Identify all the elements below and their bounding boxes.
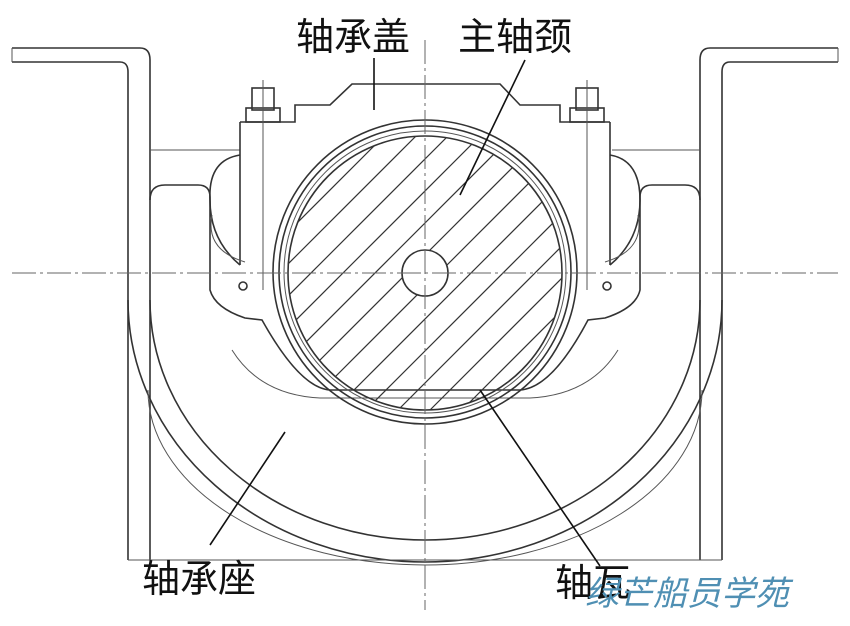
- label-bearing-shell: 轴瓦: [555, 561, 631, 605]
- housing-frame: [11, 47, 839, 560]
- right-bolt: [569, 80, 612, 291]
- leader-lines: [209, 58, 601, 567]
- left-bolt: [238, 80, 281, 291]
- leader-bearing-seat: [209, 431, 286, 546]
- label-bearing-cap: 轴承盖: [296, 15, 410, 59]
- watermark-text: 绿芒船员学苑: [585, 574, 794, 614]
- center-lines: [12, 40, 838, 610]
- leader-bearing-shell: [479, 389, 601, 567]
- label-main-journal: 主轴颈: [458, 15, 572, 59]
- leader-main-journal: [459, 59, 526, 196]
- bearing-cap: [209, 83, 641, 266]
- label-bearing-seat: 轴承座: [142, 557, 256, 601]
